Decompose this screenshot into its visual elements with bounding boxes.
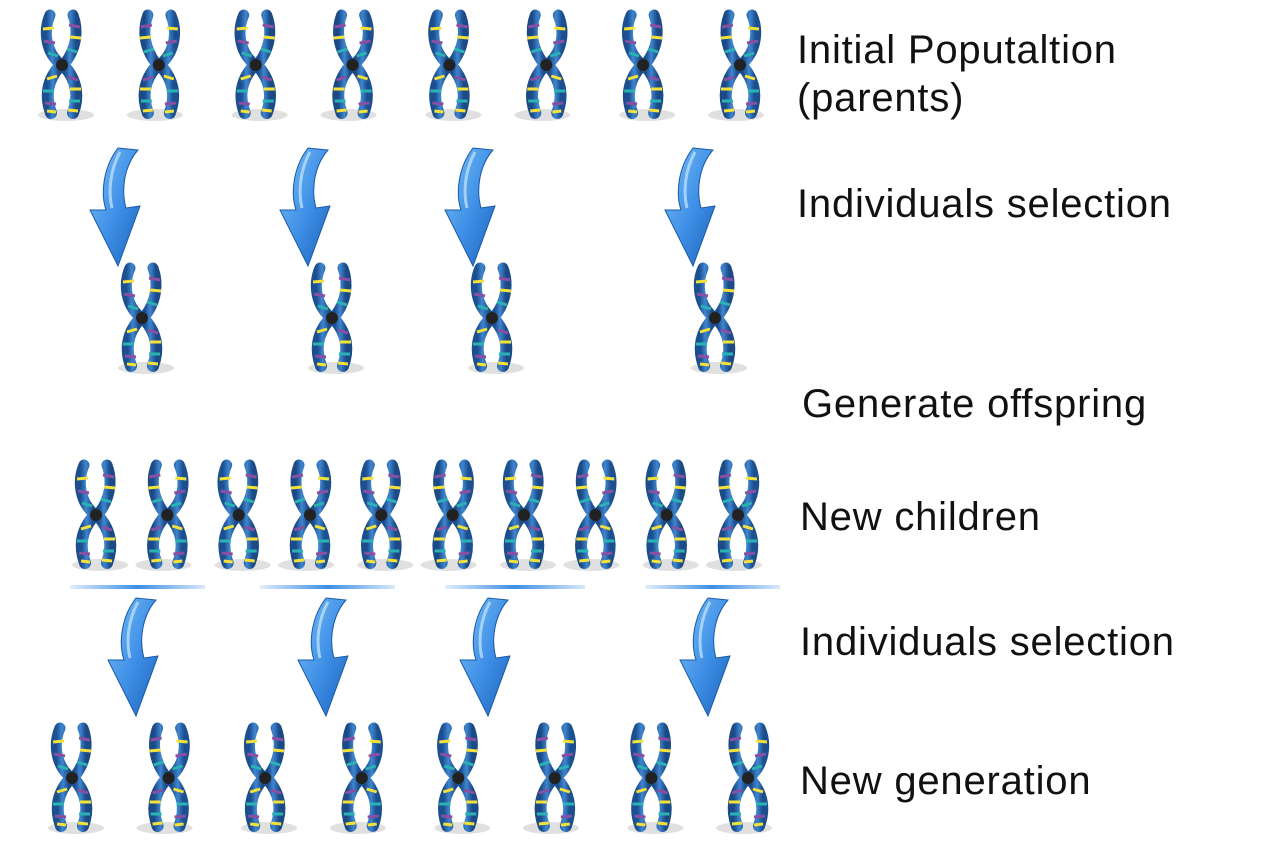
selected-chromosome-icon xyxy=(468,268,524,374)
stage-label-new-children: New children xyxy=(800,495,1041,539)
child-chromosome-icon xyxy=(563,465,619,571)
child-chromosome-icon xyxy=(357,465,413,571)
child-chromosome-icon xyxy=(500,465,556,571)
selection-arrow-icon xyxy=(278,146,332,268)
new-generation-chromosome-icon xyxy=(241,728,297,834)
stage-label-initial-population: Initial Poputaltion (parents) xyxy=(797,26,1117,122)
selection-arrow-icon xyxy=(458,596,512,718)
new-generation-chromosome-icon xyxy=(48,728,104,834)
parent-chromosome-icon xyxy=(619,15,675,121)
selection-arrow-icon xyxy=(663,146,717,268)
selection-arrow-icon xyxy=(88,146,142,268)
new-generation-chromosome-icon xyxy=(627,728,683,834)
label-line-1: Initial Poputaltion xyxy=(797,28,1117,72)
divider-line xyxy=(645,585,780,589)
child-chromosome-icon xyxy=(215,465,271,571)
label-line-2: (parents) xyxy=(797,76,965,120)
child-chromosome-icon xyxy=(72,465,128,571)
stage-label-new-generation: New generation xyxy=(800,759,1092,803)
parent-chromosome-icon xyxy=(232,15,288,121)
divider-line xyxy=(260,585,395,589)
selection-arrow-icon xyxy=(443,146,497,268)
new-generation-chromosome-icon xyxy=(523,728,579,834)
parent-chromosome-icon xyxy=(127,15,183,121)
child-chromosome-icon xyxy=(135,465,191,571)
new-generation-chromosome-icon xyxy=(434,728,490,834)
selected-chromosome-icon xyxy=(118,268,174,374)
parent-chromosome-icon xyxy=(514,15,570,121)
parent-chromosome-icon xyxy=(38,15,94,121)
child-chromosome-icon xyxy=(421,465,477,571)
child-chromosome-icon xyxy=(278,465,334,571)
parent-chromosome-icon xyxy=(425,15,481,121)
parent-chromosome-icon xyxy=(321,15,377,121)
child-chromosome-icon xyxy=(643,465,699,571)
selected-chromosome-icon xyxy=(308,268,364,374)
selection-arrow-icon xyxy=(296,596,350,718)
divider-line xyxy=(70,585,205,589)
selected-chromosome-icon xyxy=(691,268,747,374)
selection-arrow-icon xyxy=(106,596,160,718)
stage-label-selection-2: Individuals selection xyxy=(800,620,1175,664)
stage-label-generate-offspring: Generate offspring xyxy=(802,382,1147,426)
stage-label-selection-1: Individuals selection xyxy=(797,182,1172,226)
child-chromosome-icon xyxy=(706,465,762,571)
selection-arrow-icon xyxy=(678,596,732,718)
new-generation-chromosome-icon xyxy=(716,728,772,834)
new-generation-chromosome-icon xyxy=(330,728,386,834)
new-generation-chromosome-icon xyxy=(137,728,193,834)
divider-line xyxy=(445,585,585,589)
parent-chromosome-icon xyxy=(708,15,764,121)
